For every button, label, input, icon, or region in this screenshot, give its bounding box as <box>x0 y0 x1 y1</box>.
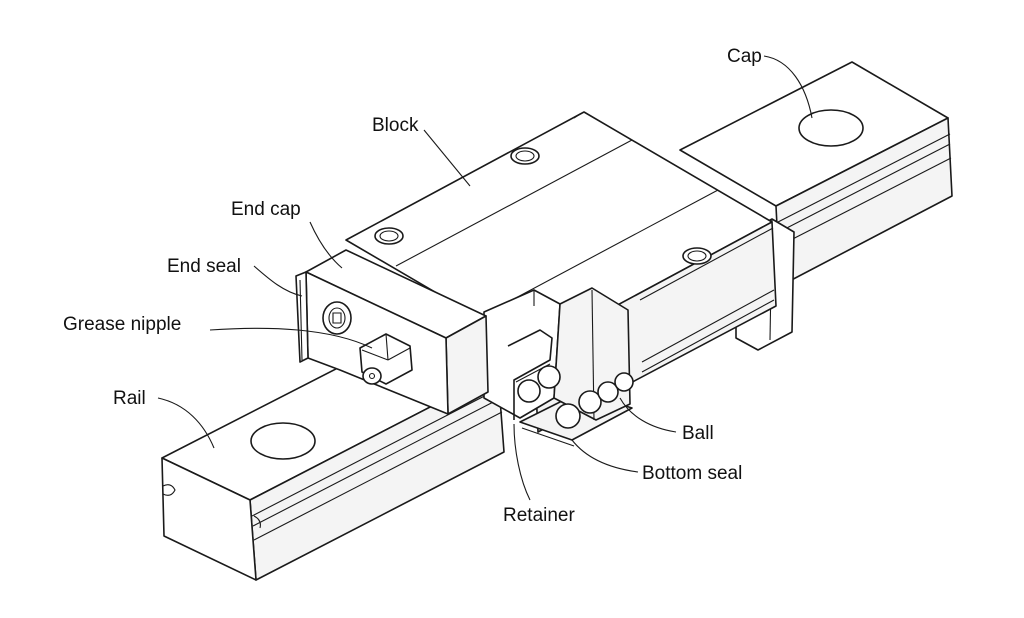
ball <box>614 372 634 392</box>
ball <box>537 365 561 389</box>
label-cap: Cap <box>727 46 762 67</box>
balls <box>517 365 634 429</box>
leader-block <box>423 129 471 187</box>
block-threaded-hole <box>374 227 404 245</box>
label-grease-nipple: Grease nipple <box>63 314 181 335</box>
leader-rail <box>157 397 215 449</box>
rail-mount-hole-front <box>250 422 316 460</box>
ball <box>578 390 602 414</box>
label-block: Block <box>372 115 419 136</box>
end-seal <box>295 271 309 363</box>
leader-bottom-seal <box>571 439 639 473</box>
labels: Cap Block End cap End seal Grease nipple… <box>63 46 762 526</box>
label-end-cap: End cap <box>231 199 301 220</box>
rail-mount-hole-back <box>798 109 864 147</box>
label-retainer: Retainer <box>503 505 575 526</box>
ball <box>597 381 619 403</box>
label-end-seal: End seal <box>167 256 241 277</box>
leader-end-seal <box>253 265 303 297</box>
leader-grease-nipple <box>209 327 373 349</box>
leader-lines <box>157 55 813 501</box>
leader-cap <box>763 55 813 119</box>
leader-ball <box>619 397 677 433</box>
ball <box>555 403 581 429</box>
leader-retainer <box>513 423 531 501</box>
grease-nipple <box>322 301 413 385</box>
label-rail: Rail <box>113 388 146 409</box>
leader-end-cap <box>309 221 343 269</box>
ball <box>517 379 541 403</box>
block-threaded-hole <box>510 147 540 165</box>
label-bottom-seal: Bottom seal <box>642 463 742 484</box>
block-threaded-hole <box>682 247 712 265</box>
label-ball: Ball <box>682 423 714 444</box>
rail-back <box>679 61 953 287</box>
